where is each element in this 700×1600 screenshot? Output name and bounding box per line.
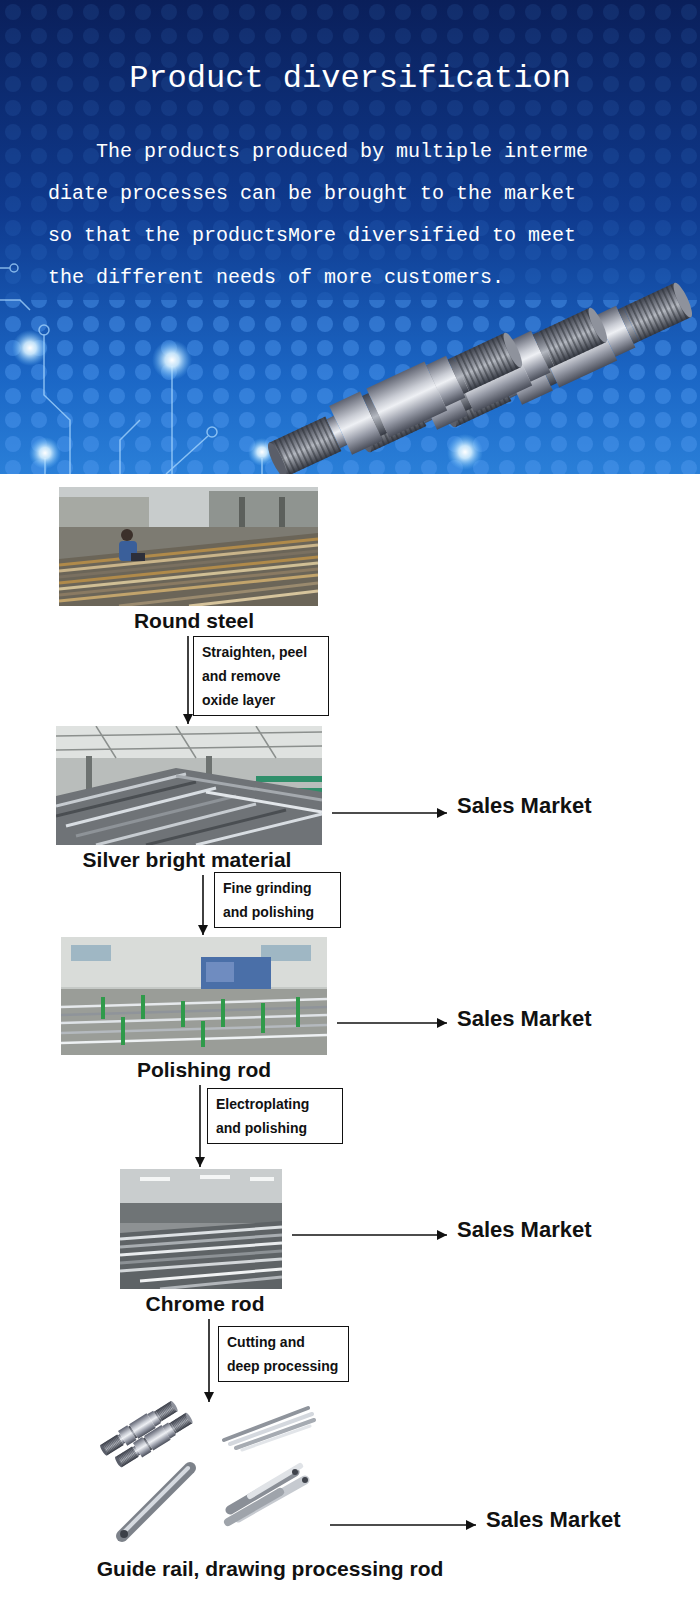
photo-scene [61, 937, 327, 1055]
photo-caption: Guide rail, drawing processing rod [97, 1556, 444, 1582]
photo-frame [59, 487, 318, 606]
node-text: Electroplating and polishing [216, 1092, 334, 1140]
node-text: Cutting and deep processing [227, 1330, 340, 1378]
market-label: Sales Market [486, 1506, 621, 1534]
intro-paragraph: The products produced by multiple interm… [48, 131, 589, 299]
threaded-shafts [261, 273, 699, 474]
long-tube [120, 1468, 190, 1538]
photo-scene [120, 1169, 282, 1289]
photo-node: Polishing rod [61, 937, 327, 1083]
flow-arrow [330, 1524, 476, 1526]
process-box: Fine grinding and polishing [214, 872, 341, 928]
flow-arrow [292, 1234, 447, 1236]
tube-bundle [228, 1466, 308, 1522]
node-text: Straighten, peel and remove oxide layer [202, 640, 320, 712]
dot-pattern [0, 0, 700, 300]
silver-bright-photo [56, 726, 322, 845]
flow-arrow [208, 1319, 210, 1402]
photo-frame [120, 1169, 282, 1289]
market-label: Sales Market [457, 792, 592, 820]
market-label: Sales Market [457, 1216, 592, 1244]
chrome-rod-photo [120, 1169, 282, 1289]
guide-rail-pictures [100, 1400, 320, 1554]
thin-rods [224, 1408, 314, 1450]
round-steel-photo [59, 487, 318, 606]
stepped-shaft [100, 1400, 195, 1474]
photo-frame [61, 937, 327, 1055]
node-text: Fine grinding and polishing [223, 876, 332, 924]
market-label: Sales Market [457, 1005, 592, 1033]
photo-caption: Silver bright material [83, 847, 292, 873]
flow-arrow [187, 636, 189, 724]
node-text: Sales Market [486, 1506, 621, 1534]
node-text: Sales Market [457, 792, 592, 820]
flow-arrow [332, 812, 447, 814]
node-text: Sales Market [457, 1216, 592, 1244]
photo-frame [56, 726, 322, 845]
circuit-lines [0, 264, 262, 474]
photo-node: Chrome rod [120, 1169, 282, 1317]
page-title: Product diversification [0, 60, 700, 97]
photo-frame [100, 1404, 320, 1554]
process-box: Cutting and deep processing [218, 1326, 349, 1382]
polishing-rod-photo [61, 937, 327, 1055]
shaft [261, 323, 529, 474]
photo-node: Silver bright material [56, 726, 322, 873]
photo-caption: Chrome rod [145, 1291, 264, 1317]
node-text: Sales Market [457, 1005, 592, 1033]
photo-caption: Polishing rod [137, 1057, 271, 1083]
photo-node: Guide rail, drawing processing rod [100, 1404, 320, 1582]
flow-arrow [199, 1085, 201, 1167]
flow-arrow [202, 875, 204, 935]
process-box: Straighten, peel and remove oxide layer [193, 636, 329, 716]
photo-scene [59, 487, 318, 606]
photo-scene [56, 726, 322, 845]
flow-arrow [337, 1022, 447, 1024]
photo-caption: Round steel [134, 608, 254, 634]
photo-node: Round steel [59, 487, 318, 634]
process-box: Electroplating and polishing [207, 1088, 343, 1144]
